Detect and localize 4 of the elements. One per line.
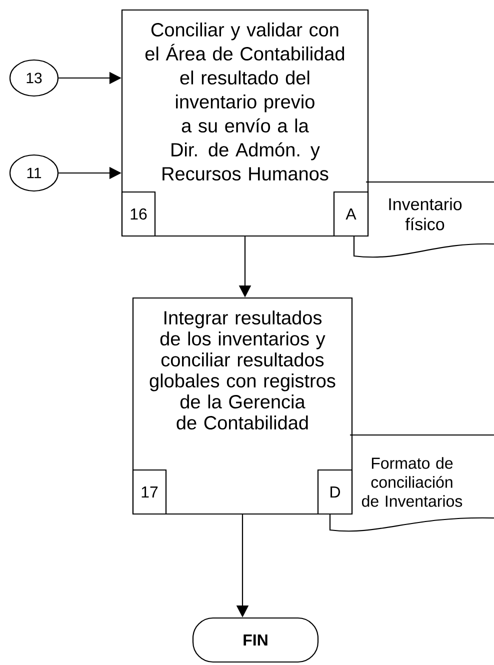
- step-tag: 16: [121, 191, 156, 237]
- step-tag: 17: [132, 469, 167, 515]
- step-tag: A: [333, 191, 369, 237]
- step-tag: D: [317, 469, 353, 515]
